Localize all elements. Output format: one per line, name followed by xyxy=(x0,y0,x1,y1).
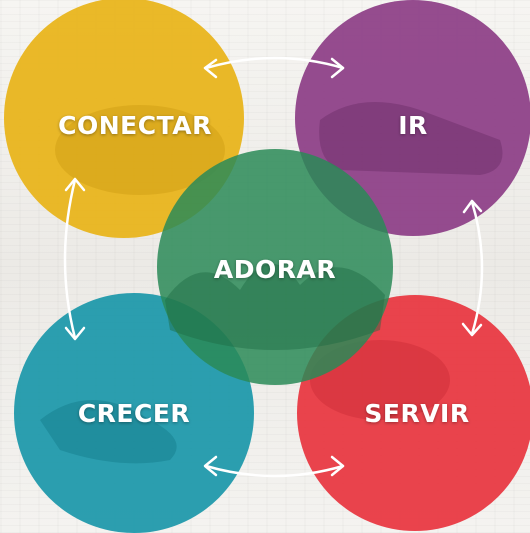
label-adorar: ADORAR xyxy=(214,255,336,284)
arrowhead-servir-bottom xyxy=(330,455,345,477)
cycle-arrows xyxy=(63,56,484,478)
circle-crecer: CRECER xyxy=(14,293,254,533)
arrowhead-crecer xyxy=(203,455,218,477)
arrow-conectar-ir xyxy=(204,56,345,70)
circle-conectar: CONECTAR xyxy=(4,0,244,238)
arrowhead-crecer-left xyxy=(64,326,86,341)
label-conectar: CONECTAR xyxy=(58,111,212,140)
circle-servir-disc xyxy=(297,295,530,531)
circle-crecer-disc xyxy=(14,293,254,533)
arrowhead-ir-top xyxy=(462,199,483,214)
crowd-image xyxy=(165,263,385,350)
arrow-ir-servir xyxy=(470,200,484,336)
label-ir: IR xyxy=(398,111,428,140)
arrowhead-conectar xyxy=(203,58,218,79)
circle-ir: IR xyxy=(295,0,530,236)
circle-conectar-disc xyxy=(4,0,244,238)
arrowhead-ir xyxy=(330,57,345,79)
circle-adorar: ADORAR xyxy=(157,149,393,385)
label-crecer: CRECER xyxy=(78,399,190,428)
plant-hand-image xyxy=(40,400,177,464)
circle-ir-disc xyxy=(295,0,530,236)
circle-servir: SERVIR xyxy=(297,295,530,531)
handshake-image xyxy=(55,105,225,195)
arrowhead-servir xyxy=(461,322,483,337)
label-servir: SERVIR xyxy=(364,399,469,428)
shoe-image xyxy=(319,102,503,175)
circle-adorar-disc xyxy=(157,149,393,385)
arrow-conectar-crecer xyxy=(63,178,77,340)
arrowhead-conectar-left xyxy=(64,177,86,192)
arrow-crecer-servir xyxy=(204,464,345,478)
